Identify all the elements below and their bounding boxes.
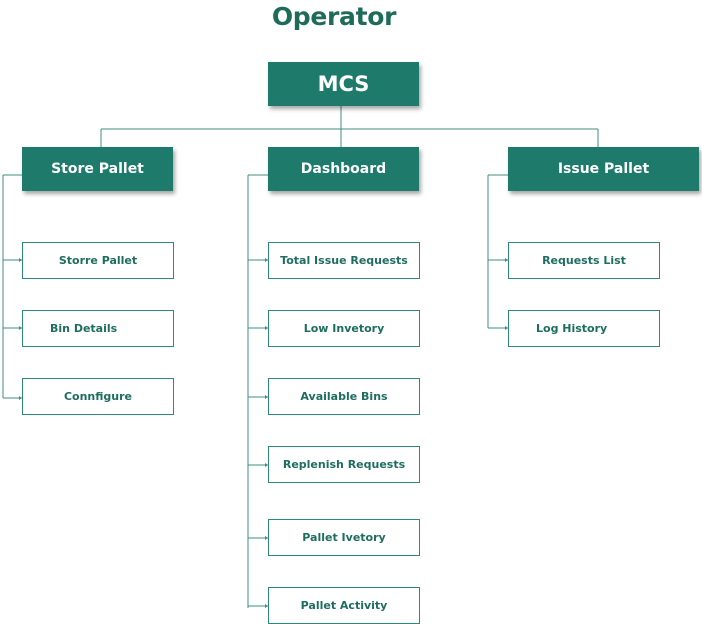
diagram-title: Operator xyxy=(271,2,397,31)
total-issue-requests-node: Total Issue Requests xyxy=(268,242,420,279)
issue-pallet-node: Issue Pallet xyxy=(508,147,699,191)
log-history-node: Log History xyxy=(508,310,660,347)
storre-pallet-node: Storre Pallet xyxy=(22,242,174,279)
pallet-ivetory-node: Pallet Ivetory xyxy=(268,519,420,556)
dashboard-node: Dashboard xyxy=(268,147,419,191)
pallet-activity-node: Pallet Activity xyxy=(268,587,420,624)
store-pallet-node: Store Pallet xyxy=(22,147,173,191)
requests-list-node: Requests List xyxy=(508,242,660,279)
bin-details-node: Bin Details xyxy=(22,310,174,347)
mcs-root-node: MCS xyxy=(268,62,419,106)
replenish-requests-node: Replenish Requests xyxy=(268,446,420,483)
low-invetory-node: Low Invetory xyxy=(268,310,420,347)
available-bins-node: Available Bins xyxy=(268,378,420,415)
connfigure-node: Connfigure xyxy=(22,378,174,415)
